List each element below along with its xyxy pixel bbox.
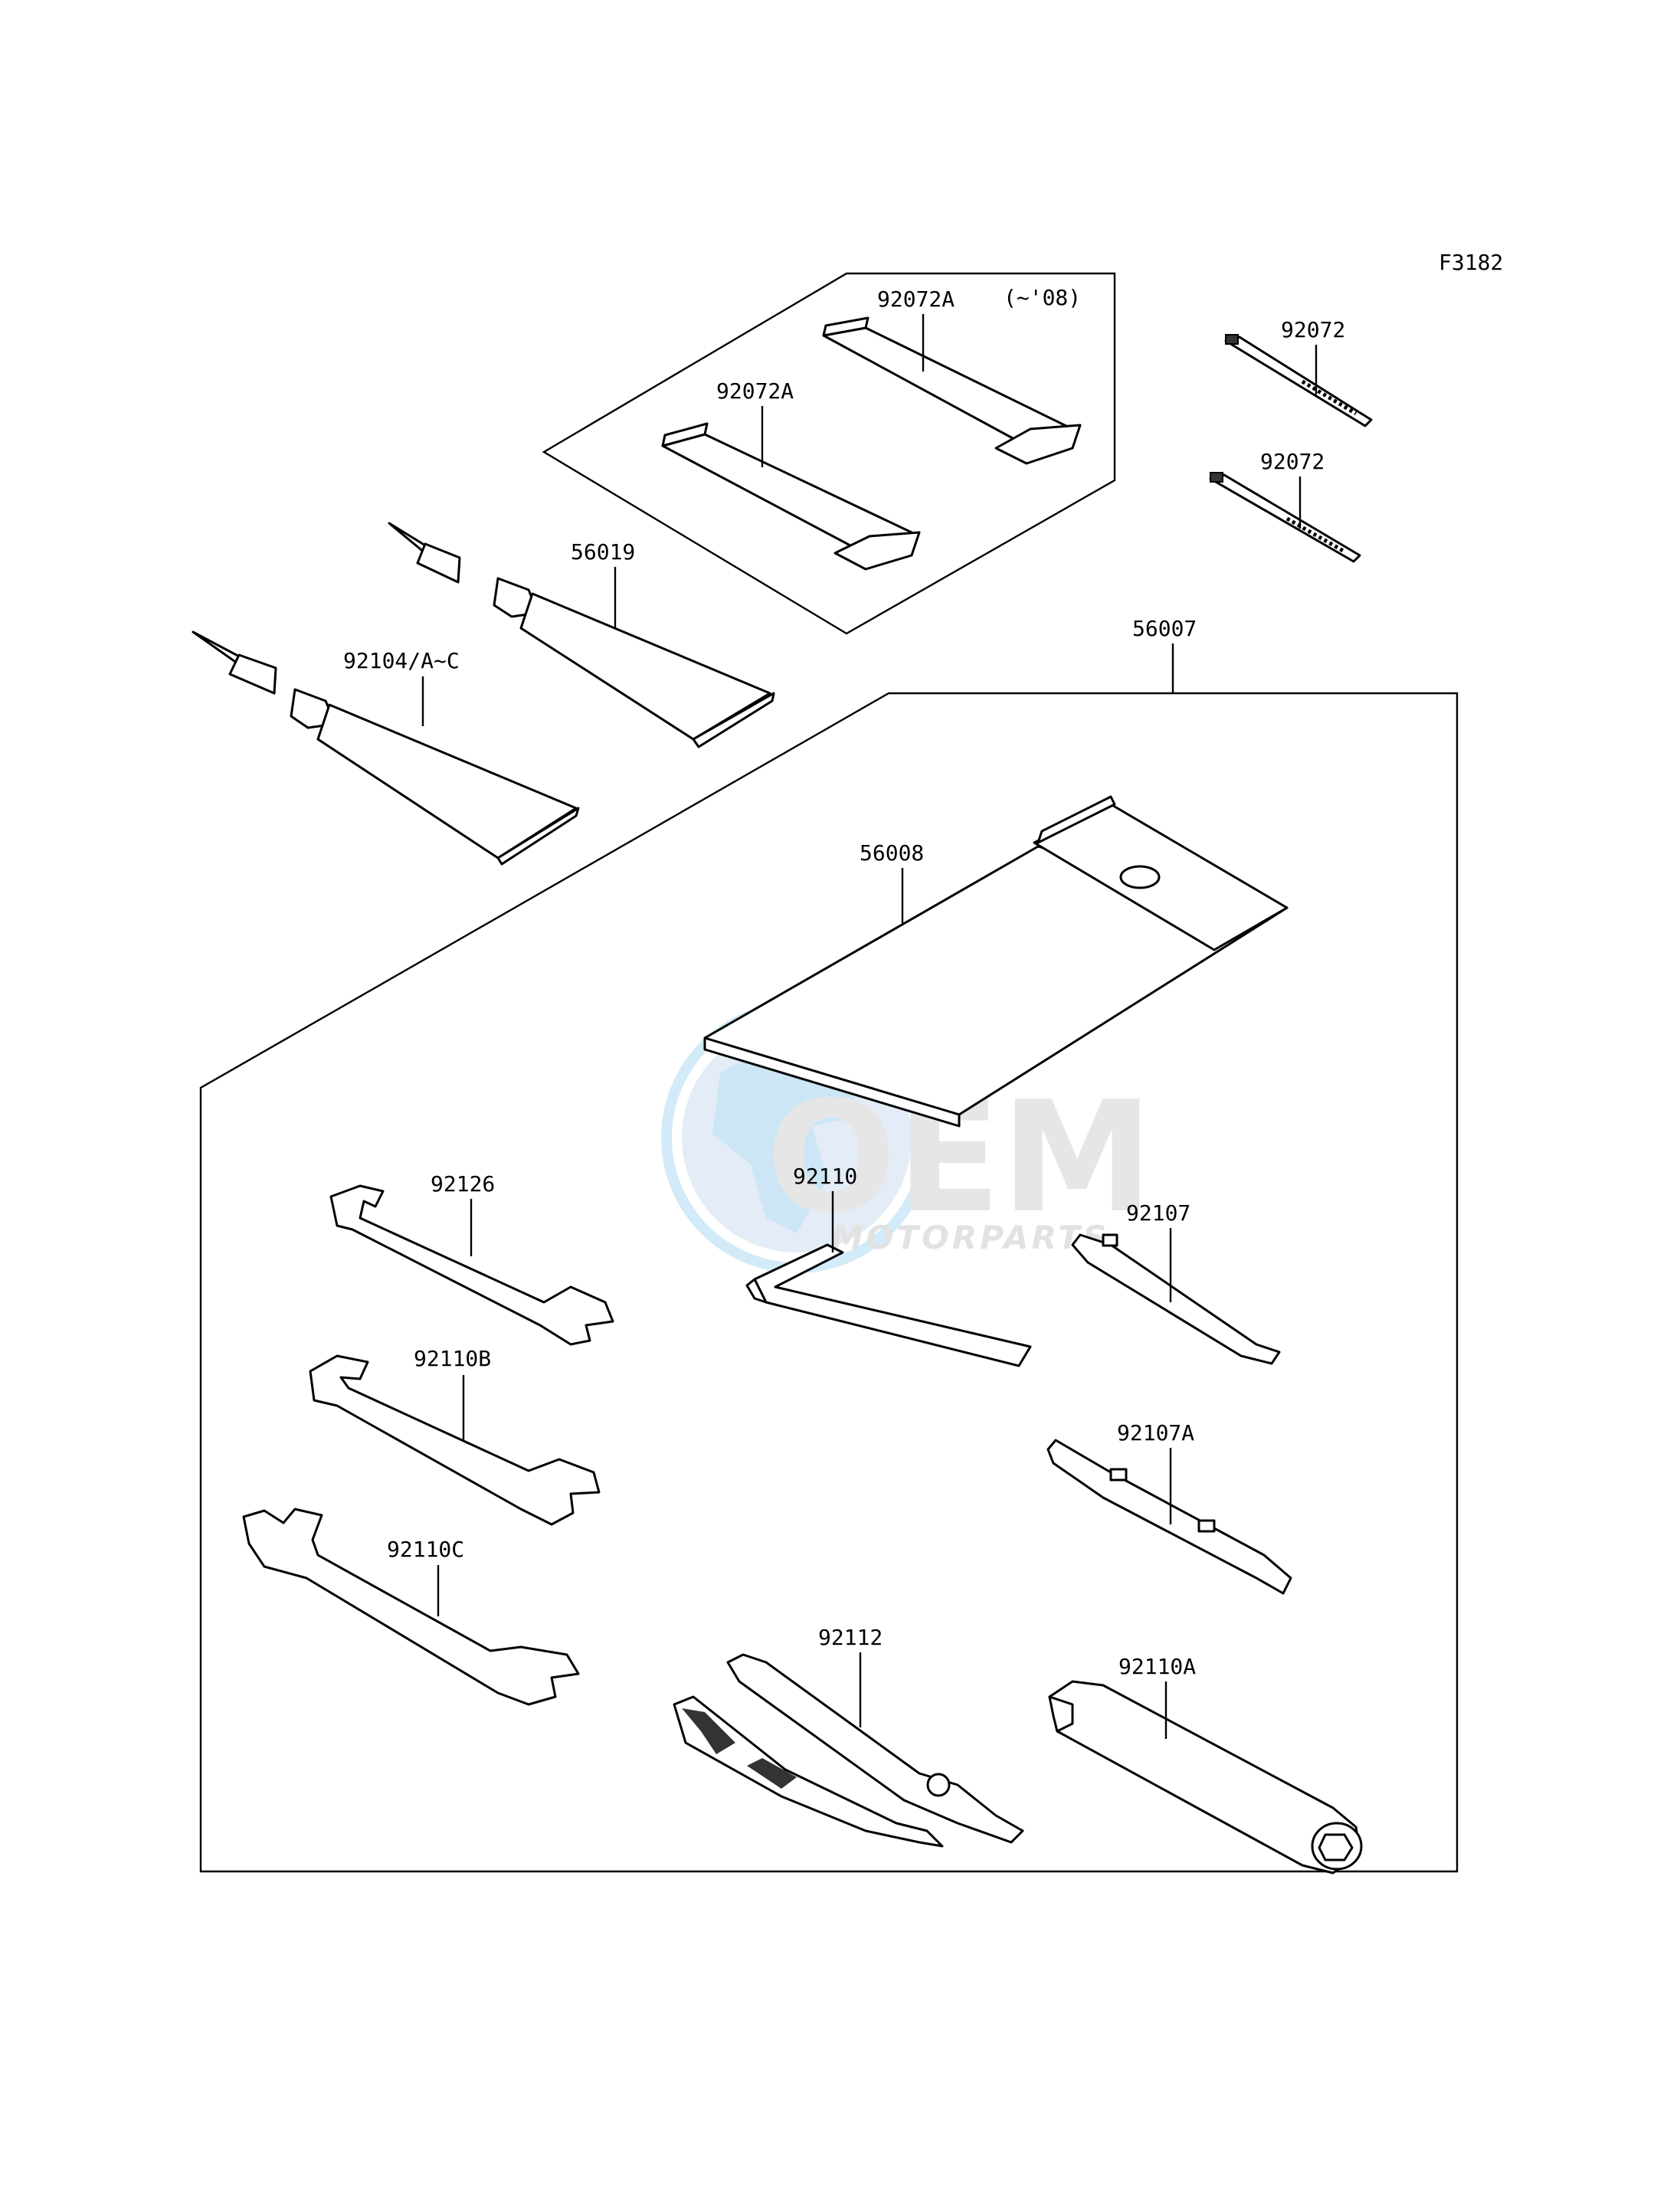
- label-56007: 56007: [1132, 616, 1197, 641]
- label-92110b: 92110B: [414, 1346, 491, 1371]
- wrench-92110c: [242, 1508, 580, 1706]
- strap-92072a-lower: [661, 422, 921, 571]
- grease-tube-56019: [388, 522, 775, 748]
- label-92107a: 92107A: [1117, 1420, 1194, 1446]
- label-92072a-upper: 92072A: [877, 286, 955, 312]
- box-wrench-92110a: [1048, 1680, 1363, 1874]
- label-92110a: 92110A: [1118, 1654, 1196, 1679]
- figure-code: F3182: [1439, 250, 1503, 275]
- label-92104: 92104/A~C: [343, 648, 460, 673]
- wrench-92126: [329, 1184, 614, 1346]
- pliers-92112: [673, 1653, 1024, 1848]
- label-56008: 56008: [860, 840, 924, 866]
- strap-92072a-upper: [822, 316, 1082, 465]
- screwdriver-92107: [1071, 1233, 1281, 1365]
- label-92112: 92112: [818, 1625, 883, 1650]
- label-92072a-lower: 92072A: [716, 378, 794, 404]
- label-92072a-note: (~'08): [1004, 285, 1081, 310]
- kit-box-56007: [199, 692, 1459, 1873]
- grease-tube-92104: [192, 630, 580, 866]
- label-92110: 92110: [793, 1164, 857, 1189]
- label-92126: 92126: [431, 1171, 495, 1197]
- watermark-continents: [712, 1049, 858, 1233]
- screwdriver-92107a: [1046, 1439, 1292, 1595]
- watermark-subtitle: MOTORPARTS: [831, 1219, 1109, 1256]
- cable-band-92072-top: [1224, 334, 1373, 427]
- tool-pouch-56008: [703, 795, 1289, 1128]
- cable-band-92072-bottom: [1209, 472, 1361, 563]
- label-92072-top: 92072: [1281, 317, 1345, 342]
- strap-group-box: [542, 272, 1116, 635]
- label-56019: 56019: [571, 539, 635, 565]
- hex-wrench-92110: [745, 1243, 1032, 1367]
- label-92072-bottom: 92072: [1260, 449, 1325, 474]
- label-92110c: 92110C: [387, 1537, 464, 1562]
- wrench-92110b: [309, 1354, 601, 1526]
- label-92107: 92107: [1126, 1200, 1190, 1226]
